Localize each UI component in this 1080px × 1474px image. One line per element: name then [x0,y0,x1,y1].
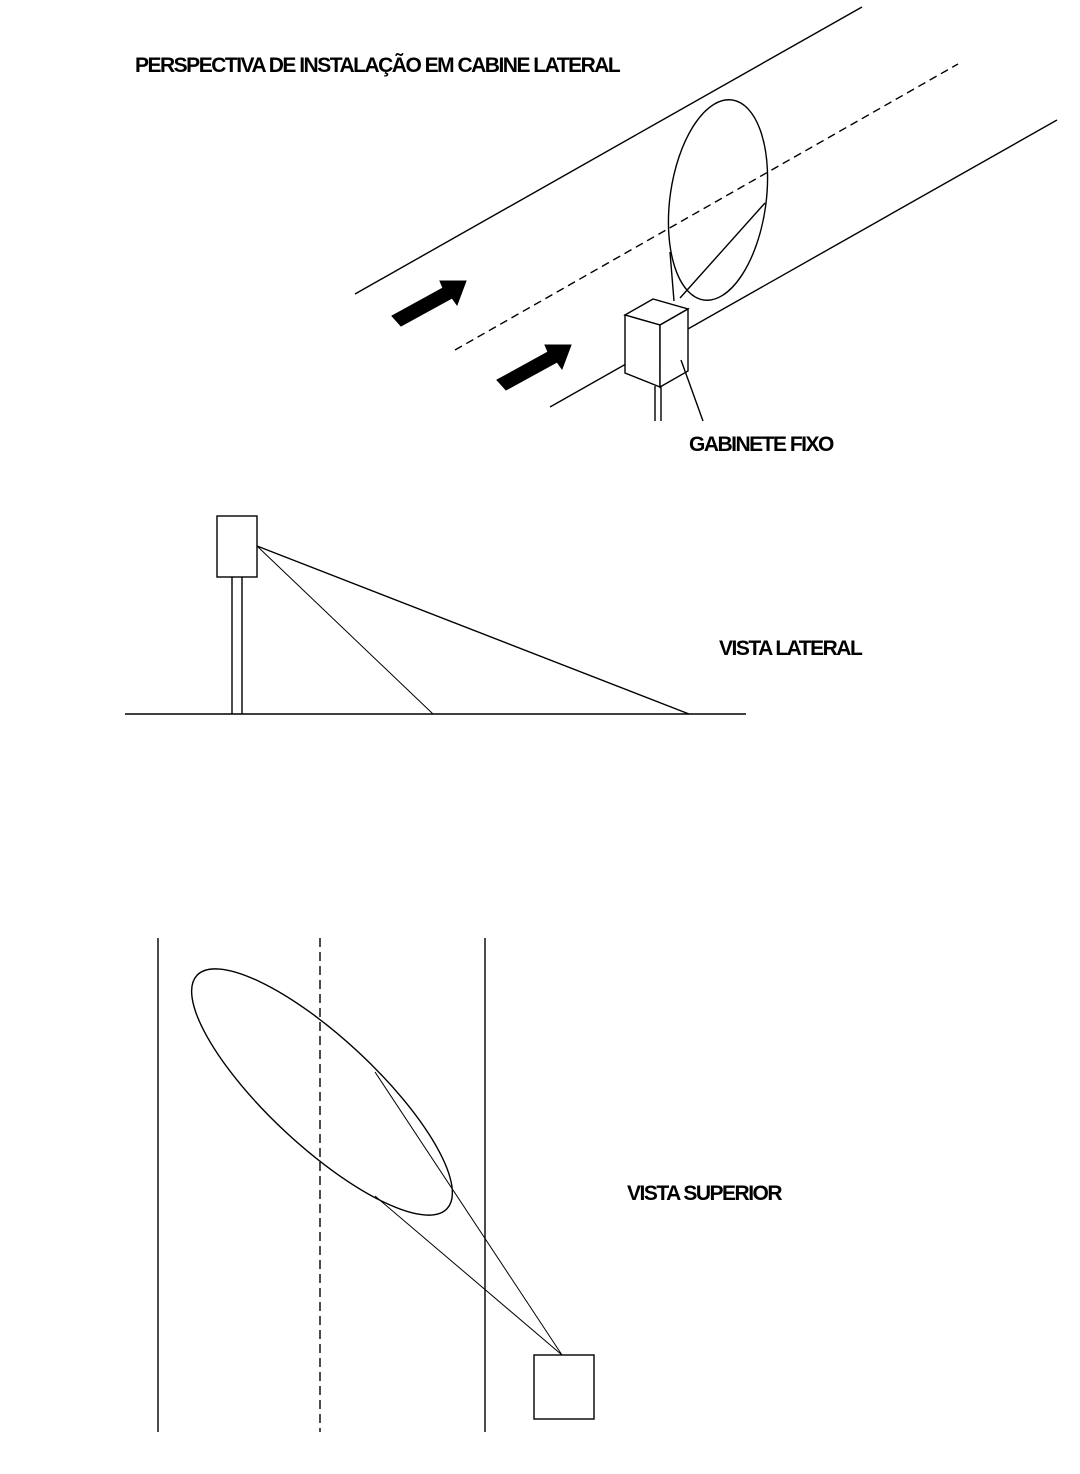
top-detection-ellipse [190,968,454,1216]
diagram-title: PERSPECTIVA DE INSTALAÇÃO EM CABINE LATE… [135,54,621,77]
arrow-icon [391,280,467,327]
side-cabinet-box [216,515,258,578]
beam-line [679,202,766,299]
road-edge-line-top [354,6,863,295]
top-view [157,938,595,1432]
top-view-label: VISTA SUPERIOR [627,1182,783,1205]
perspective-view [354,6,1058,422]
cabinet-label: GABINETE FIXO [689,433,834,456]
side-view [125,515,746,715]
top-beam-line-b [374,1195,563,1356]
detection-zone-ellipse [667,99,769,301]
top-beam-line-a [374,1071,563,1356]
arrow-icon [496,344,572,391]
road-center-line-dashed [454,63,959,351]
beam-far-line [256,545,690,715]
leader-line [680,359,704,422]
beam-near-line [256,545,434,715]
cabinet-icon [623,298,690,389]
top-cabinet-box [533,1354,595,1420]
side-view-label: VISTA LATERAL [719,637,863,660]
mount-line [669,251,675,302]
